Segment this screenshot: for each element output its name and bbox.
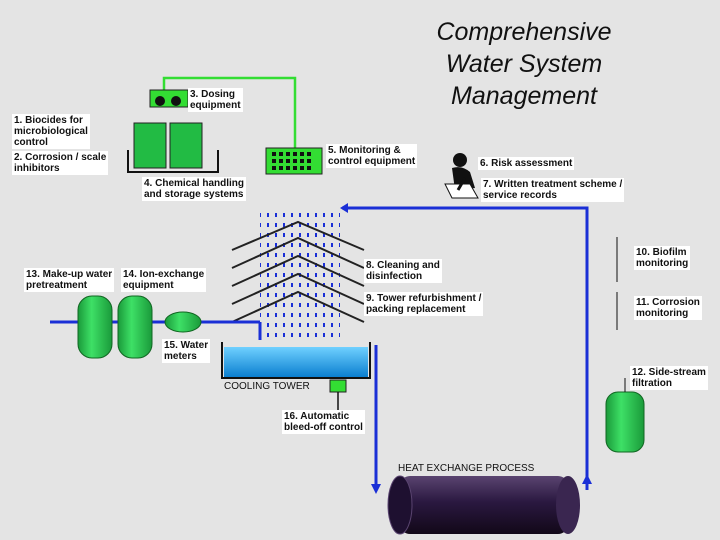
label-biocides: 1. Biocides for microbiological control bbox=[12, 114, 90, 149]
label-bleed-off-control: 16. Automatic bleed-off control bbox=[282, 410, 365, 434]
side-stream-filter bbox=[605, 378, 645, 453]
flow-arrows bbox=[340, 203, 592, 494]
label-dosing-equipment: 3. Dosing equipment bbox=[188, 88, 243, 112]
label-corrosion-monitoring: 11. Corrosion monitoring bbox=[634, 296, 702, 320]
cooling-tower bbox=[221, 212, 371, 412]
label-corrosion-inhibitors: 2. Corrosion / scale inhibitors bbox=[12, 151, 109, 175]
label-tower-refurbishment: 9. Tower refurbishment / packing replace… bbox=[364, 292, 484, 316]
label-makeup-pretreatment: 13. Make-up water pretreatment bbox=[24, 268, 115, 292]
makeup-water-line bbox=[50, 295, 262, 359]
heat-exchanger bbox=[387, 475, 580, 535]
label-cleaning-disinfection: 8. Cleaning and disinfection bbox=[364, 259, 442, 283]
label-ion-exchange: 14. Ion-exchange equipment bbox=[121, 268, 207, 292]
label-treatment-scheme: 7. Written treatment scheme / service re… bbox=[481, 178, 625, 202]
label-side-stream-filtration: 12. Side-stream filtration bbox=[630, 366, 708, 390]
chemical-storage-tanks bbox=[127, 122, 219, 173]
label-risk-assessment: 6. Risk assessment bbox=[478, 157, 575, 170]
person-at-desk-icon bbox=[444, 153, 479, 199]
process-piping bbox=[342, 206, 589, 490]
label-cooling-tower: COOLING TOWER bbox=[224, 381, 310, 392]
dosing-pumps bbox=[149, 89, 189, 108]
label-monitoring-control: 5. Monitoring & control equipment bbox=[326, 144, 418, 168]
label-heat-exchange: HEAT EXCHANGE PROCESS bbox=[398, 463, 535, 474]
control-panel bbox=[265, 147, 323, 175]
label-chemical-storage: 4. Chemical handling and storage systems bbox=[142, 177, 247, 201]
page-title: Comprehensive Water System Management bbox=[436, 18, 612, 110]
label-water-meters: 15. Water meters bbox=[162, 339, 211, 363]
label-biofilm-monitoring: 10. Biofilm monitoring bbox=[634, 246, 691, 270]
